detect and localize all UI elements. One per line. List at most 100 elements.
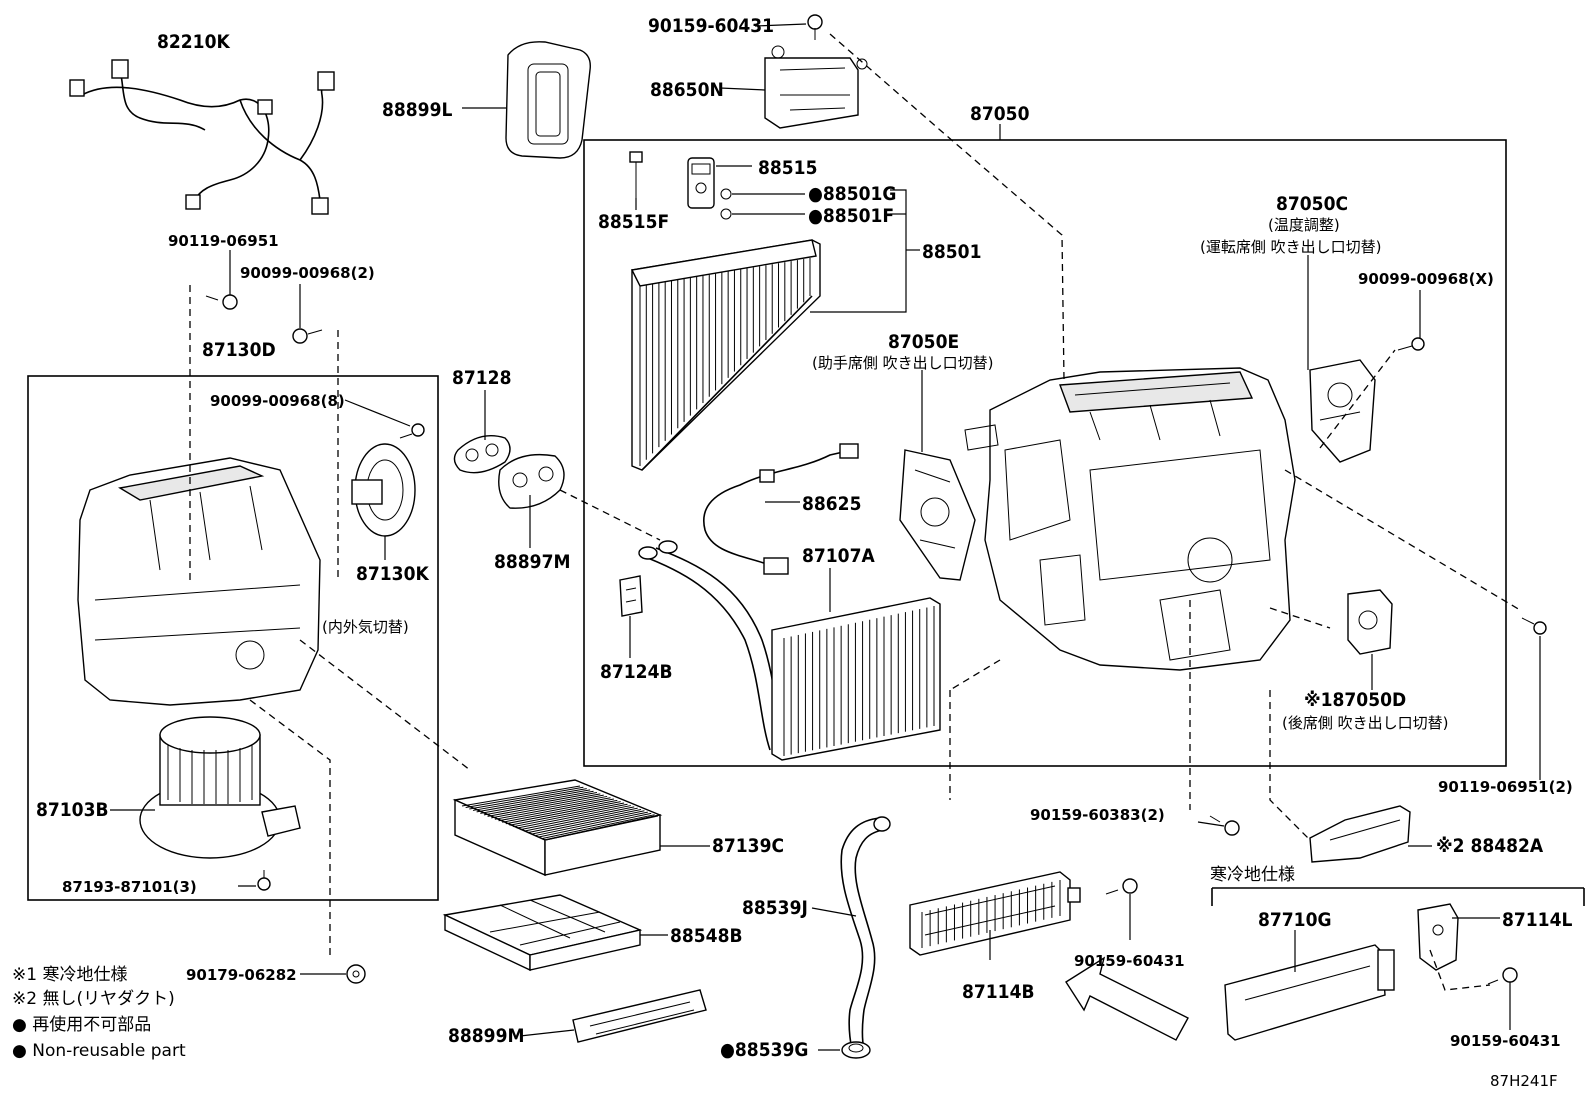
fin-line	[534, 811, 648, 837]
label-90179-06282: 90179-06282	[186, 966, 297, 984]
grommet-87128[interactable]	[453, 435, 511, 474]
grommet-88539g[interactable]	[841, 1041, 871, 1059]
fin-line	[531, 810, 645, 835]
fin-line	[527, 808, 642, 834]
legend-note-2: ※2 無し(リヤダクト)	[12, 989, 175, 1009]
label-87114b: 87114B	[962, 981, 1035, 1003]
fin-line	[487, 794, 604, 817]
air-filter-87139c[interactable]	[452, 779, 663, 877]
cover-88899m[interactable]	[572, 989, 707, 1043]
drain-hose-88539j[interactable]	[840, 816, 891, 1051]
ptc-heater-87114b[interactable]	[909, 871, 1081, 956]
bracket-87124b[interactable]	[619, 575, 643, 617]
bolt-90119-06951-2[interactable]	[1521, 617, 1547, 635]
legend-note-4: ● Non-reusable part	[12, 1041, 186, 1061]
label-90119-06951: 90119-06951	[168, 232, 279, 250]
bolt-90159-60431-bot[interactable]	[1487, 967, 1518, 985]
bracket-87114l[interactable]	[1417, 903, 1459, 971]
fin-line	[502, 799, 618, 823]
label-88650n: 88650N	[650, 79, 724, 101]
fin-line	[509, 802, 625, 826]
evaporator-88501[interactable]	[630, 239, 821, 471]
sensor-88650n[interactable]	[764, 45, 868, 129]
label-87103b: 87103B	[36, 799, 109, 821]
screw-87193-87101[interactable]	[257, 870, 271, 891]
legend-note-1: ※1 寒冷地仕様	[12, 965, 127, 985]
fin-line	[520, 806, 635, 831]
filter-case-88548b[interactable]	[442, 894, 643, 972]
note-87130k: (内外気切替)	[322, 618, 409, 636]
bolt-90159-60431-top[interactable]	[807, 14, 823, 40]
note-87050c-1: (温度調整)	[1268, 216, 1340, 234]
bolt-90159-60431-mid[interactable]	[1105, 878, 1138, 895]
blower-unit-frame	[27, 375, 439, 901]
bolt-90159-60383[interactable]	[1209, 815, 1240, 836]
label-82210k: 82210K	[157, 31, 230, 53]
fin-line	[461, 785, 581, 807]
fin-line	[523, 807, 638, 832]
fin-line	[465, 786, 584, 808]
duct-88899l[interactable]	[505, 41, 591, 159]
label-87710g: 87710G	[1258, 909, 1332, 931]
clip-90179-06282[interactable]	[346, 964, 366, 984]
label-88899l: 88899L	[382, 99, 452, 121]
label-87130k: 87130K	[356, 563, 429, 585]
label-87139c: 87139C	[712, 835, 784, 857]
screw-90119-06951[interactable]	[205, 294, 238, 310]
heater-unit-frame	[583, 139, 1507, 767]
hvac-case-87050[interactable]	[964, 367, 1296, 671]
wire-harness-82210k[interactable]	[69, 59, 335, 215]
label-88515: 88515	[758, 157, 817, 179]
label-90119-06951-2: 90119-06951(2)	[1438, 778, 1573, 796]
part-labels: 82210K 90159-60431 88650N 88899L 87050 8…	[36, 15, 1573, 1090]
heater-87710g[interactable]	[1224, 944, 1395, 1041]
fin-line	[494, 797, 611, 820]
bolt-88515f[interactable]	[629, 151, 643, 198]
screw-90099-00968-x[interactable]	[1397, 337, 1425, 351]
expansion-valve-88515[interactable]	[687, 157, 715, 209]
sensor-88625[interactable]	[703, 443, 859, 575]
screw-90099-00968-2[interactable]	[292, 328, 323, 344]
plate-88897m[interactable]	[498, 453, 565, 509]
actuator-87050c[interactable]	[1309, 359, 1376, 463]
cold-region-title: 寒冷地仕様	[1210, 865, 1295, 885]
fin-line	[472, 789, 591, 811]
actuator-87050d[interactable]	[1347, 589, 1393, 655]
fin-line	[469, 788, 587, 810]
bracket-88482a[interactable]	[1309, 805, 1411, 863]
heater-core-87107a[interactable]	[638, 540, 941, 761]
label-87050d: ※187050D	[1304, 689, 1406, 711]
screw-90099-00968-8[interactable]	[399, 423, 425, 439]
diagram-code: 87H241F	[1490, 1072, 1558, 1090]
blower-case-87130d[interactable]	[77, 457, 321, 706]
label-87130d: 87130D	[202, 339, 276, 361]
label-87107a: 87107A	[802, 545, 875, 567]
label-90159-60431-top: 90159-60431	[648, 15, 774, 37]
label-87050: 87050	[970, 103, 1030, 125]
legend-note-3: ● 再使用不可部品	[12, 1014, 151, 1035]
servo-87130k[interactable]	[351, 443, 416, 537]
label-87128: 87128	[452, 367, 511, 389]
label-87124b: 87124B	[600, 661, 673, 683]
fin-line	[542, 814, 655, 840]
fin-line	[513, 803, 628, 828]
label-88625: 88625	[802, 493, 861, 515]
label-90159-60431-mid: 90159-60431	[1074, 952, 1185, 970]
fin-line	[476, 790, 594, 813]
blower-motor-87103b[interactable]	[139, 716, 301, 859]
fin-line	[505, 801, 621, 825]
fin-line	[491, 795, 608, 819]
label-87050e: 87050E	[888, 331, 959, 353]
note-87050e: (助手席側 吹き出し口切替)	[812, 354, 993, 372]
fin-line	[498, 798, 615, 822]
o-rings-88501[interactable]	[720, 188, 732, 220]
fin-line	[516, 805, 631, 829]
guide-lines	[189, 33, 1521, 991]
label-88539j: 88539J	[742, 897, 808, 919]
label-87193-87101-3: 87193-87101(3)	[62, 878, 197, 896]
label-87114l: 87114L	[1502, 909, 1572, 931]
note-87050d: (後席側 吹き出し口切替)	[1282, 714, 1448, 732]
actuator-87050e[interactable]	[899, 449, 976, 581]
label-88501f: ●88501F	[808, 205, 894, 227]
